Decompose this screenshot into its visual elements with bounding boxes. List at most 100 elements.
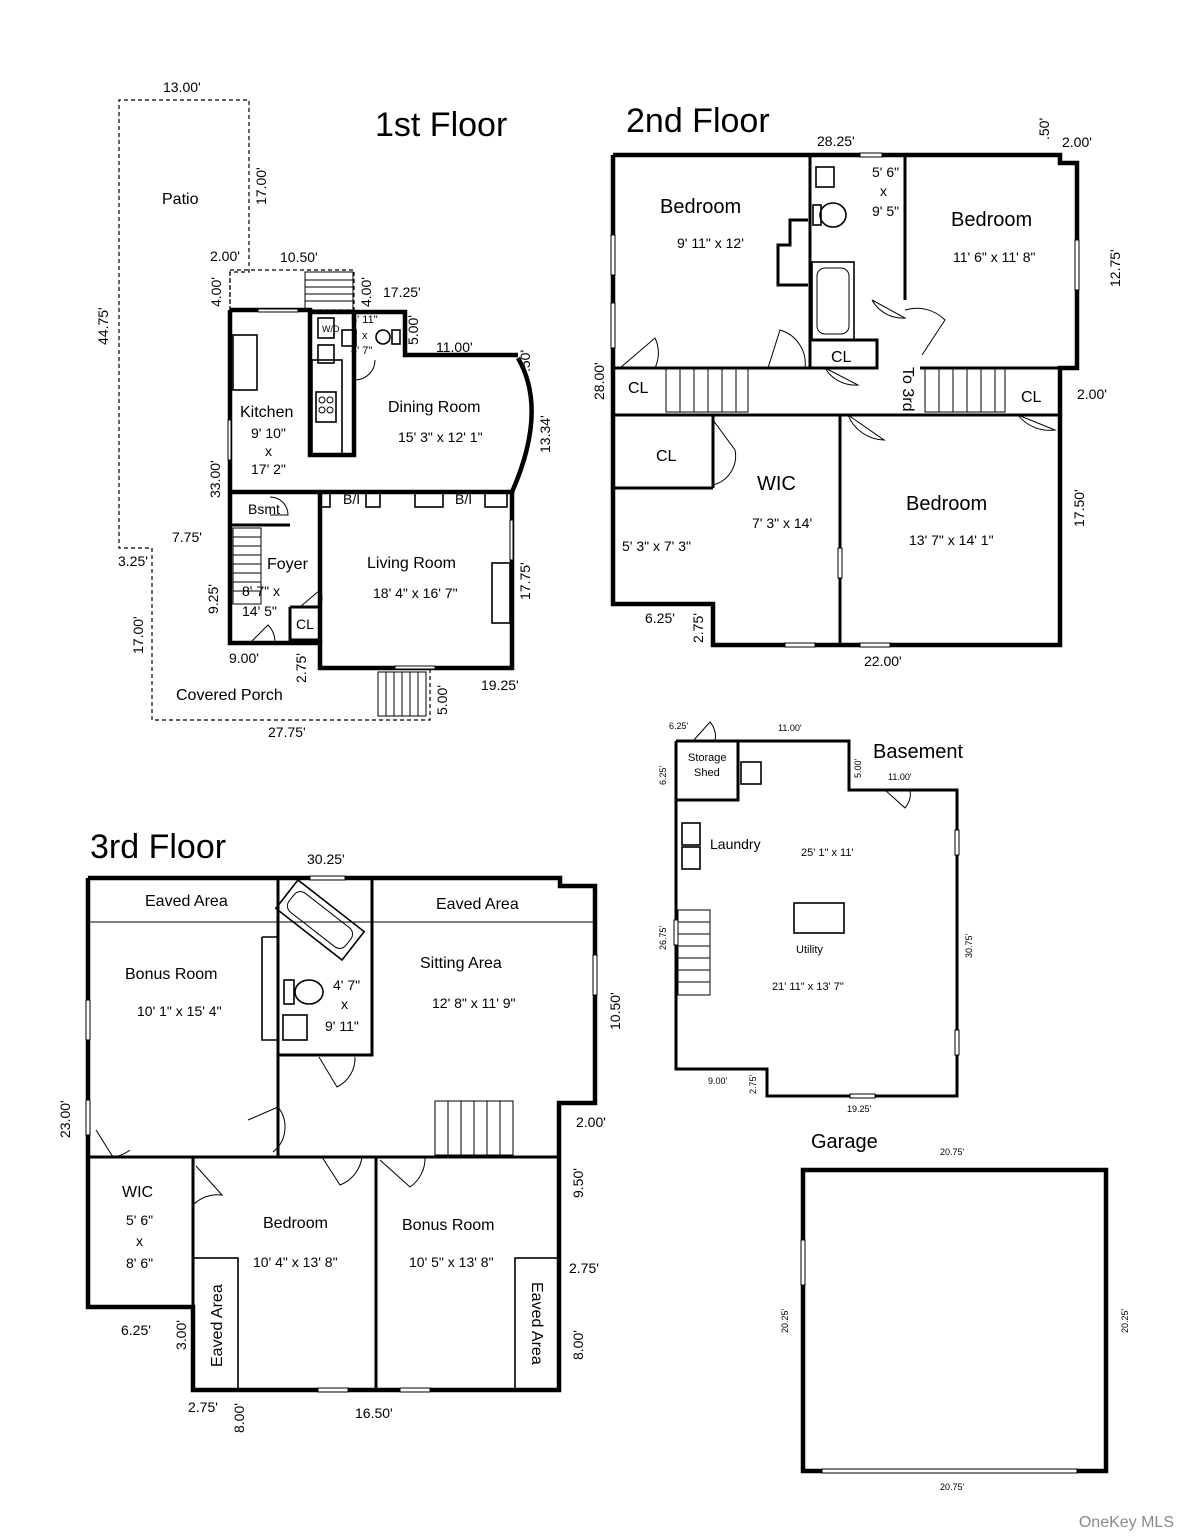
basement-door[interactable] [884, 789, 911, 809]
closet-label-1: CL [628, 380, 649, 397]
front-door[interactable] [249, 624, 276, 644]
closet-label-3: CL [1021, 389, 1042, 406]
bath-door[interactable] [354, 359, 376, 381]
svg-text:x: x [341, 996, 348, 1012]
svg-text:12' 8" x 11' 9": 12' 8" x 11' 9" [432, 995, 516, 1011]
svg-text:2.75': 2.75' [748, 1074, 758, 1094]
toilet [819, 202, 847, 228]
svg-text:6.25': 6.25' [645, 610, 675, 626]
garage-plan: Garage 20.75' 20.25' 20.25' 20.75' [780, 1131, 1130, 1492]
closet-label-2: CL [831, 349, 852, 366]
eaved-area-box-3 [192, 1257, 239, 1391]
bedroom-2-door[interactable] [904, 307, 946, 356]
bedroom-1-door[interactable] [767, 329, 806, 369]
bay-window-wall [509, 356, 534, 493]
svg-text:10.50': 10.50' [607, 992, 623, 1030]
svg-text:10' 1" x 15' 4": 10' 1" x 15' 4" [137, 1003, 222, 1019]
eaved-area-label-3: Eaved Area [209, 1284, 226, 1367]
svg-text:30.75': 30.75' [964, 933, 974, 958]
third-floor-stairs [434, 1100, 514, 1156]
svg-text:11.00': 11.00' [436, 339, 473, 355]
bonus-room-2-label: Bonus Room [402, 1217, 495, 1234]
wic-door[interactable] [712, 419, 737, 486]
svg-text:6.25': 6.25' [658, 765, 668, 785]
third-floor-title: 3rd Floor [90, 828, 226, 866]
svg-text:28.25': 28.25' [817, 133, 855, 149]
svg-text:10' 4" x 13' 8": 10' 4" x 13' 8" [253, 1254, 338, 1270]
dryer [681, 846, 701, 870]
svg-text:13' 7" x 14' 1": 13' 7" x 14' 1" [909, 532, 994, 548]
svg-text:16.50': 16.50' [355, 1405, 393, 1421]
covered-porch-outline [151, 548, 431, 721]
third-floor-tub [274, 878, 366, 962]
patio-label: Patio [162, 191, 199, 208]
to-third-label: To 3rd [899, 367, 916, 411]
closet-door[interactable] [299, 589, 323, 608]
svg-text:8.00': 8.00' [570, 1330, 586, 1360]
garage-wall [800, 1167, 1109, 1474]
shed-door[interactable] [692, 721, 716, 742]
svg-text:x: x [362, 330, 368, 342]
svg-text:5.00': 5.00' [853, 758, 863, 778]
closet-door-c[interactable] [1017, 414, 1057, 431]
svg-text:17.00': 17.00' [253, 167, 269, 205]
covered-porch-label: Covered Porch [176, 687, 283, 704]
bonus-room-door[interactable] [247, 1106, 286, 1153]
bath-door[interactable] [871, 299, 907, 319]
svg-text:17.25': 17.25' [383, 284, 421, 300]
storage-label-2: Shed [694, 767, 720, 779]
bonus-room-1-label: Bonus Room [125, 966, 218, 983]
garage-door[interactable] [821, 1468, 1078, 1474]
foyer-label: Foyer [267, 556, 309, 573]
svg-text:13.00': 13.00' [163, 79, 201, 95]
storage-shed-wall [676, 741, 740, 802]
svg-text:9.00': 9.00' [229, 650, 259, 666]
closet-door-a[interactable] [619, 337, 659, 369]
svg-text:5' 11": 5' 11" [351, 314, 378, 326]
svg-text:2.75': 2.75' [569, 1260, 599, 1276]
svg-text:2.75': 2.75' [690, 613, 706, 643]
wic-label: WIC [757, 473, 796, 495]
svg-text:33.00': 33.00' [207, 460, 223, 498]
wic-door[interactable] [95, 1129, 131, 1158]
kitchen-counter [311, 359, 343, 456]
svg-text:6.25': 6.25' [669, 721, 689, 731]
svg-text:9' 5": 9' 5" [872, 203, 899, 219]
svg-text:5.00': 5.00' [434, 685, 450, 715]
svg-text:23.00': 23.00' [57, 1100, 73, 1138]
svg-text:20.75': 20.75' [940, 1147, 965, 1157]
toilet [294, 979, 324, 1005]
svg-text:7' 3" x 14': 7' 3" x 14' [752, 515, 812, 531]
svg-text:17.75': 17.75' [517, 562, 533, 600]
closet-door-b[interactable] [824, 367, 860, 386]
utility-label: Utility [796, 944, 823, 956]
second-floor-title: 2nd Floor [626, 102, 770, 140]
bedroom-door[interactable] [321, 1156, 363, 1186]
svg-text:20.25': 20.25' [1120, 1308, 1130, 1333]
sitting-area-label: Sitting Area [420, 955, 502, 972]
svg-text:28.00': 28.00' [591, 362, 607, 400]
svg-text:.50': .50' [517, 350, 533, 372]
basement-plan: Basement Storage Shed Laundry 25' 1" x 1… [658, 721, 974, 1114]
svg-text:2.75': 2.75' [188, 1399, 218, 1415]
kitchen-sink [232, 334, 258, 391]
svg-text:4.00': 4.00' [208, 277, 224, 307]
svg-text:10.50': 10.50' [280, 249, 318, 265]
svg-text:3.25': 3.25' [118, 553, 148, 569]
svg-text:5.00': 5.00' [405, 315, 421, 345]
svg-text:5' 3" x 7' 3": 5' 3" x 7' 3" [622, 538, 691, 554]
bath-door[interactable] [318, 1056, 356, 1088]
svg-text:2.00': 2.00' [576, 1114, 606, 1130]
garage-title: Garage [811, 1131, 878, 1153]
range-stove [315, 391, 337, 423]
bonus-room-2-door[interactable] [379, 1156, 426, 1188]
svg-text:.50': .50' [1036, 118, 1052, 140]
svg-text:9.50': 9.50' [570, 1168, 586, 1198]
svg-text:5' 6": 5' 6" [872, 164, 899, 180]
bsmt-door[interactable] [269, 496, 289, 516]
back-steps [304, 271, 354, 311]
bedroom-3-door[interactable] [847, 414, 886, 441]
svg-text:30.25': 30.25' [307, 851, 345, 867]
svg-text:15' 3" x 12' 1": 15' 3" x 12' 1" [398, 429, 483, 445]
wic-door-2[interactable] [192, 1165, 224, 1206]
